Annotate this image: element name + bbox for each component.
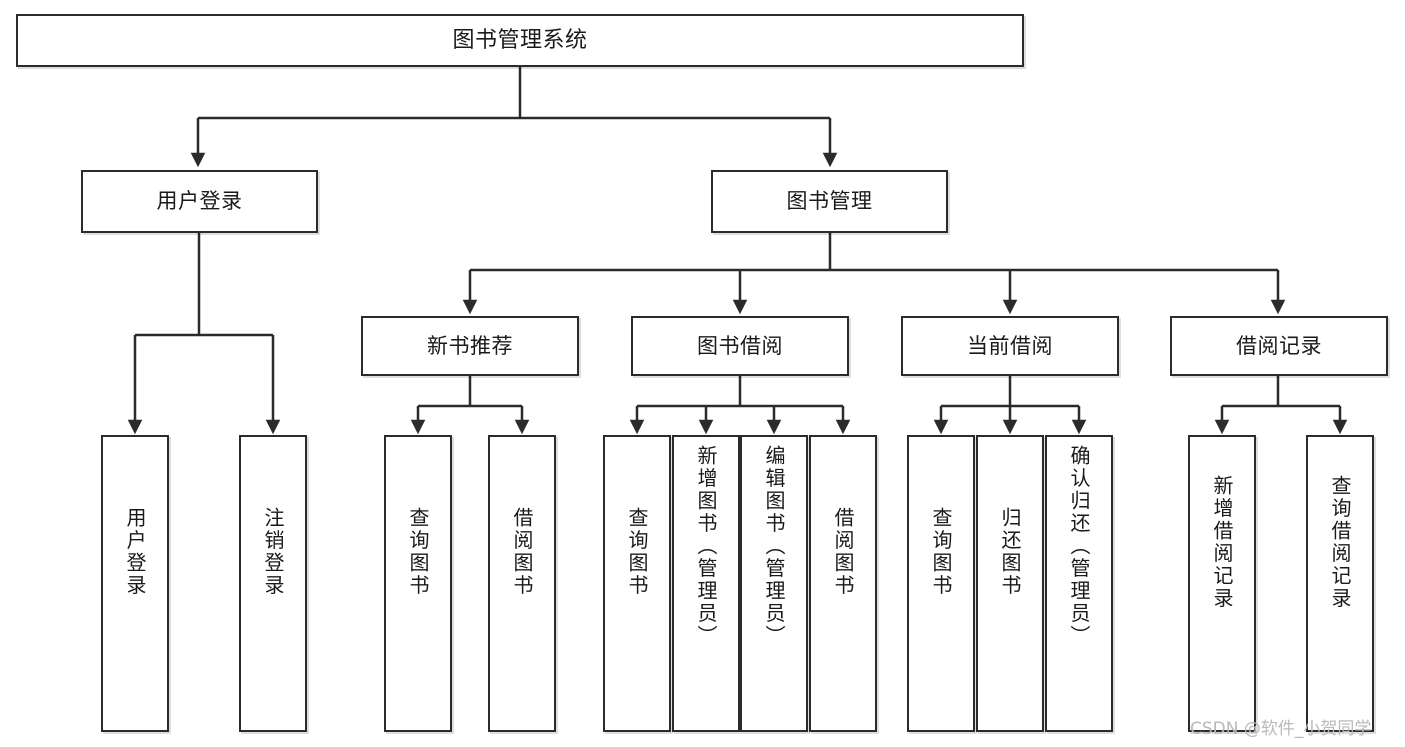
node-book-borrow-label: 图书借阅 — [697, 333, 783, 358]
node-book-manage[interactable]: 图书管理 — [711, 170, 948, 233]
node-leaf-edit-book[interactable]: 编辑图书（管理员） — [740, 435, 808, 732]
node-leaf-query-book-3[interactable]: 查询图书 — [907, 435, 975, 732]
node-leaf-return-book[interactable]: 归还图书 — [976, 435, 1044, 732]
node-user-login-label: 用户登录 — [156, 189, 243, 214]
node-leaf-add-record-label: 新增借阅记录 — [1210, 475, 1234, 610]
node-leaf-add-book[interactable]: 新增图书（管理员） — [672, 435, 740, 732]
node-borrow-record[interactable]: 借阅记录 — [1170, 316, 1388, 376]
node-leaf-edit-book-label: 编辑图书（管理员） — [762, 445, 786, 648]
node-leaf-borrow-book-1[interactable]: 借阅图书 — [488, 435, 556, 732]
node-leaf-borrow-book-2-label: 借阅图书 — [831, 507, 855, 597]
node-leaf-confirm-return-label: 确认归还（管理员） — [1067, 445, 1091, 648]
node-leaf-query-book-2[interactable]: 查询图书 — [603, 435, 671, 732]
node-leaf-borrow-book-1-label: 借阅图书 — [510, 507, 534, 597]
node-new-book-recommend-label: 新书推荐 — [427, 333, 513, 358]
node-leaf-query-book-1-label: 查询图书 — [406, 507, 430, 597]
node-leaf-add-book-label: 新增图书（管理员） — [694, 445, 718, 648]
node-leaf-confirm-return[interactable]: 确认归还（管理员） — [1045, 435, 1113, 732]
node-leaf-query-record-label: 查询借阅记录 — [1328, 475, 1352, 610]
node-leaf-query-book-1[interactable]: 查询图书 — [384, 435, 452, 732]
node-leaf-logout[interactable]: 注销登录 — [239, 435, 307, 732]
node-book-borrow[interactable]: 图书借阅 — [631, 316, 849, 376]
node-current-borrow[interactable]: 当前借阅 — [901, 316, 1119, 376]
node-leaf-query-book-3-label: 查询图书 — [929, 507, 953, 597]
node-current-borrow-label: 当前借阅 — [967, 333, 1053, 358]
node-leaf-user-login[interactable]: 用户登录 — [101, 435, 169, 732]
node-user-login[interactable]: 用户登录 — [81, 170, 318, 233]
node-leaf-query-book-2-label: 查询图书 — [625, 507, 649, 597]
node-root-label: 图书管理系统 — [452, 27, 588, 53]
node-root[interactable]: 图书管理系统 — [16, 14, 1024, 67]
node-leaf-return-book-label: 归还图书 — [998, 507, 1022, 597]
node-leaf-query-record[interactable]: 查询借阅记录 — [1306, 435, 1374, 732]
node-leaf-logout-label: 注销登录 — [261, 507, 285, 597]
node-leaf-user-login-label: 用户登录 — [123, 507, 147, 597]
node-borrow-record-label: 借阅记录 — [1236, 333, 1322, 358]
node-book-manage-label: 图书管理 — [786, 189, 873, 214]
node-leaf-add-record[interactable]: 新增借阅记录 — [1188, 435, 1256, 732]
node-new-book-recommend[interactable]: 新书推荐 — [361, 316, 579, 376]
node-leaf-borrow-book-2[interactable]: 借阅图书 — [809, 435, 877, 732]
